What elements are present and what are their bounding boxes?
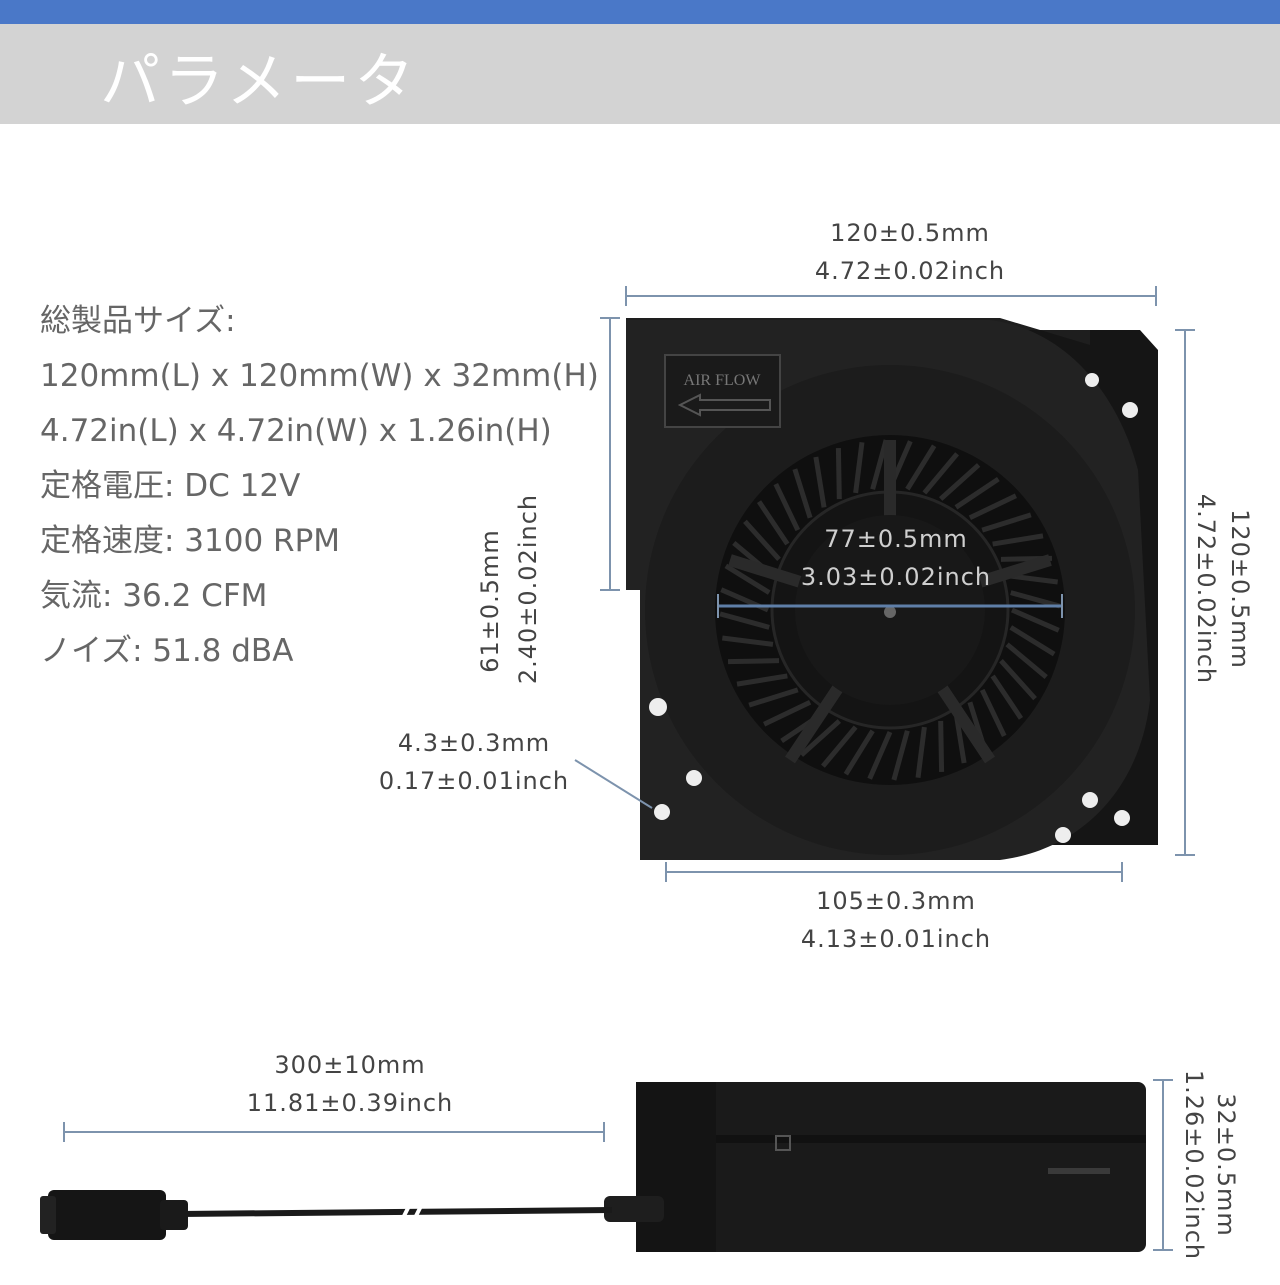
section-header: パラメータ: [0, 24, 1280, 124]
spec-voltage: 定格電圧: DC 12V: [40, 468, 301, 504]
cable-mm-label: 300±10mm: [274, 1051, 426, 1079]
top-accent-bar: [0, 0, 1280, 24]
outlet-inch-label: 2.40±0.02inch: [514, 493, 542, 685]
hole-inch-label: 0.17±0.01inch: [378, 767, 570, 795]
hole-spacing-mm-label: 105±0.3mm: [816, 887, 976, 915]
fan-top-view: [626, 318, 1158, 860]
cable-inch-label: 11.81±0.39inch: [246, 1089, 454, 1117]
inlet-mm-label: 77±0.5mm: [824, 525, 968, 553]
hole-spacing-inch-label: 4.13±0.01inch: [800, 925, 992, 953]
fan-side-view: [40, 1082, 1146, 1252]
hole-mm-label: 4.3±0.3mm: [397, 729, 551, 757]
outlet-mm-label: 61±0.5mm: [476, 529, 504, 673]
height-mm-label: 120±0.5mm: [1226, 509, 1254, 669]
dimension-lines: [63, 286, 1195, 1251]
page-title: パラメータ: [100, 47, 419, 117]
thickness-inch-label: 1.26±0.02inch: [1180, 1069, 1208, 1261]
height-inch-label: 4.72±0.02inch: [1192, 493, 1220, 685]
spec-airflow: 気流: 36.2 CFM: [40, 578, 268, 614]
spec-speed: 定格速度: 3100 RPM: [40, 523, 341, 559]
spec-noise: ノイズ: 51.8 dBA: [40, 633, 294, 669]
width-inch-label: 4.72±0.02inch: [814, 257, 1006, 285]
spec-size-mm: 120mm(L) x 120mm(W) x 32mm(H): [40, 358, 599, 394]
width-mm-label: 120±0.5mm: [830, 219, 990, 247]
inlet-inch-label: 3.03±0.02inch: [800, 563, 992, 591]
air-flow-label: AIR FLOW: [684, 372, 762, 389]
spec-size-in: 4.72in(L) x 4.72in(W) x 1.26in(H): [40, 413, 552, 449]
spec-size-label: 総製品サイズ:: [40, 303, 236, 339]
